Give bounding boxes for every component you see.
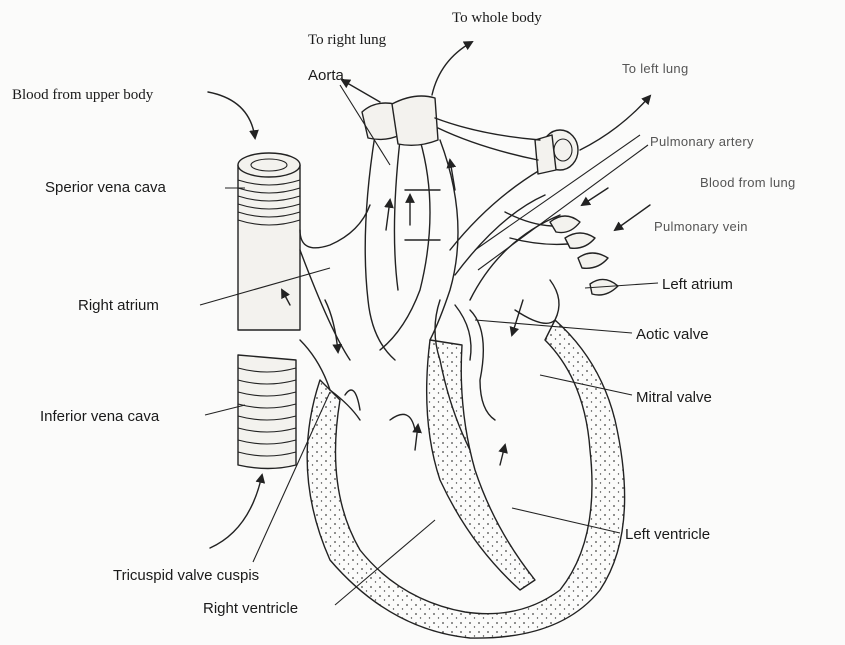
label-left-ventricle: Left ventricle	[625, 527, 710, 542]
label-right-ventricle: Right ventricle	[203, 601, 298, 616]
label-tricuspid-valve-cuspis: Tricuspid valve cuspis	[113, 568, 259, 583]
label-blood-from-lung: Blood from lung	[700, 176, 796, 189]
label-blood-from-upper-body: Blood from upper body	[12, 88, 153, 103]
label-to-left-lung: To left lung	[622, 62, 688, 75]
ventricle-walls	[307, 320, 624, 638]
label-sperior-vena-cava: Sperior vena cava	[45, 180, 166, 195]
label-to-right-lung: To right lung	[308, 33, 386, 48]
great-vessels	[362, 96, 618, 360]
right-atrium-outline	[300, 205, 370, 390]
superior-vena-cava	[238, 153, 300, 330]
label-left-atrium: Left atrium	[662, 277, 733, 292]
label-aorta: Aorta	[308, 68, 344, 83]
label-inferior-vena-cava: Inferior vena cava	[40, 409, 159, 424]
label-pulmonary-artery: Pulmonary artery	[650, 135, 754, 148]
label-mitral-valve: Mitral valve	[636, 390, 712, 405]
inferior-vena-cava	[238, 355, 296, 469]
label-aotic-valve: Aotic valve	[636, 327, 709, 342]
label-to-whole-body: To whole body	[452, 11, 542, 26]
label-right-atrium: Right atrium	[78, 298, 159, 313]
label-pulmonary-vein: Pulmonary vein	[654, 220, 748, 233]
